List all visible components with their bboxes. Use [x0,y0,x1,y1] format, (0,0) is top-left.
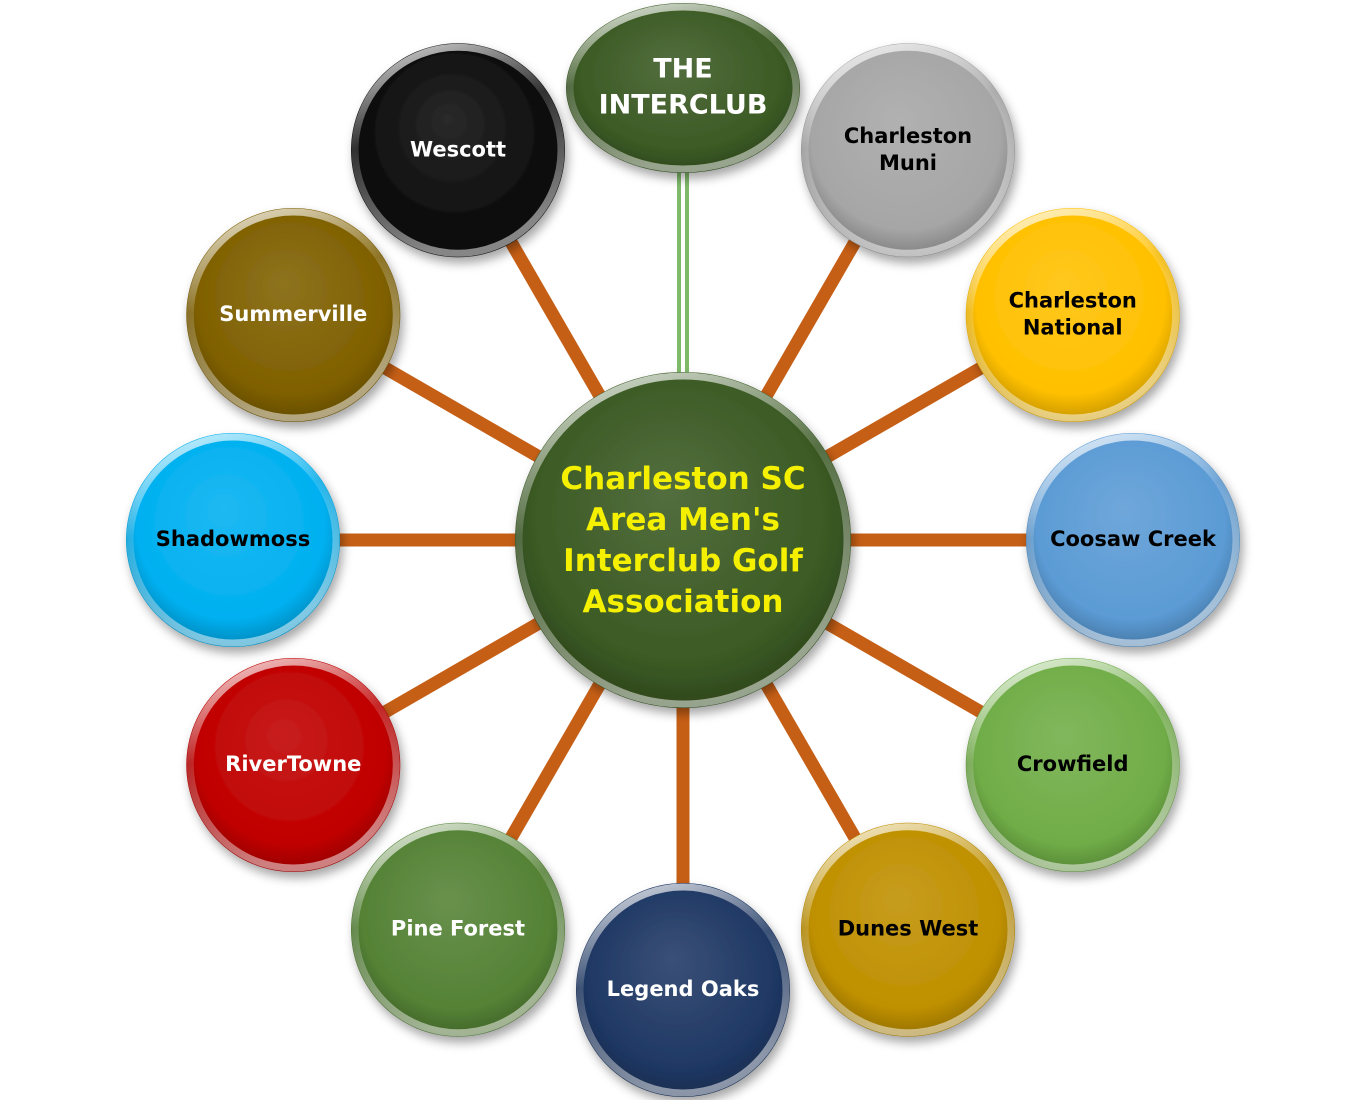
center-hub-circle-bevel [515,372,851,708]
node-dunes-west-circle-bevel [801,823,1015,1037]
node-charleston-muni-circle-bevel [801,43,1015,257]
node-shadowmoss-circle-bevel [126,433,340,647]
spoke-wescott [500,231,610,407]
spoke-charleston-muni [756,231,866,407]
node-charleston-national-circle [965,208,1180,422]
node-wescott-circle [351,43,565,258]
center-hub-circle [515,372,851,708]
node-shadowmoss-circle [126,433,340,647]
node-crowfield: Crowfield [965,658,1180,872]
node-pine-forest-circle [351,822,565,1037]
node-pine-forest-circle-bevel [351,823,565,1037]
node-legend-oaks-label: Legend Oaks [607,977,760,1001]
node-the-interclub-circle [566,3,800,173]
node-charleston-muni-circle [801,43,1015,258]
center-hub-label: Association [583,584,784,620]
node-the-interclub-label: THE [653,54,712,85]
node-wescott-circle-bevel [351,43,565,257]
node-shadowmoss-label: Shadowmoss [156,527,310,551]
spoke-pine-forest [500,673,610,849]
spoke-charleston-national [816,357,992,467]
node-dunes-west: Dunes West [801,822,1015,1037]
node-wescott: Wescott [351,43,565,258]
node-legend-oaks-circle-bevel [576,883,790,1097]
center-hub-label: Interclub Golf [563,543,803,579]
spoke-lines [330,167,1036,893]
node-summerville: Summerville [186,208,401,422]
node-summerville-circle-bevel [186,208,400,422]
spoke-rivertowne [374,613,550,723]
node-rivertowne-circle [186,658,401,872]
node-dunes-west-circle [801,822,1015,1037]
node-charleston-national-label: Charleston [1009,289,1137,313]
node-shadowmoss: Shadowmoss [126,433,340,647]
node-crowfield-label: Crowfield [1017,752,1129,776]
center-hub-label: Area Men's [586,502,780,538]
node-legend-oaks: Legend Oaks [576,883,790,1097]
node-legend-oaks-circle [576,883,790,1097]
node-charleston-national-circle-bevel [966,208,1180,422]
node-rivertowne-circle-bevel [186,658,400,872]
node-charleston-national-label: National [1023,316,1123,340]
node-crowfield-circle [965,658,1180,872]
node-rivertowne-label: RiverTowne [225,752,361,776]
node-the-interclub-label: INTERCLUB [599,90,768,121]
node-coosaw-creek: Coosaw Creek [1026,433,1240,647]
node-coosaw-creek-label: Coosaw Creek [1050,527,1217,551]
node-coosaw-creek-circle [1026,433,1240,647]
node-wescott-label: Wescott [410,137,506,161]
club-nodes: THEINTERCLUBCharlestonMuniCharlestonNati… [126,3,1240,1097]
spoke-summerville [374,357,550,467]
node-dunes-west-label: Dunes West [838,917,979,941]
node-charleston-muni-label: Muni [879,151,937,175]
spoke-dunes-west [756,673,866,849]
node-summerville-label: Summerville [219,302,367,326]
spoke-crowfield [816,613,992,723]
node-pine-forest: Pine Forest [351,822,565,1037]
node-the-interclub: THE INTERCLUB [566,3,800,173]
node-crowfield-circle-bevel [966,658,1180,872]
center-hub-label: Charleston SC [560,461,805,497]
node-charleston-muni-label: Charleston [844,124,972,148]
node-coosaw-creek-circle-bevel [1026,433,1240,647]
node-summerville-circle [186,208,401,422]
node-rivertowne: RiverTowne [186,658,401,872]
node-the-interclub-bevel [566,3,800,173]
node-pine-forest-label: Pine Forest [391,917,525,941]
